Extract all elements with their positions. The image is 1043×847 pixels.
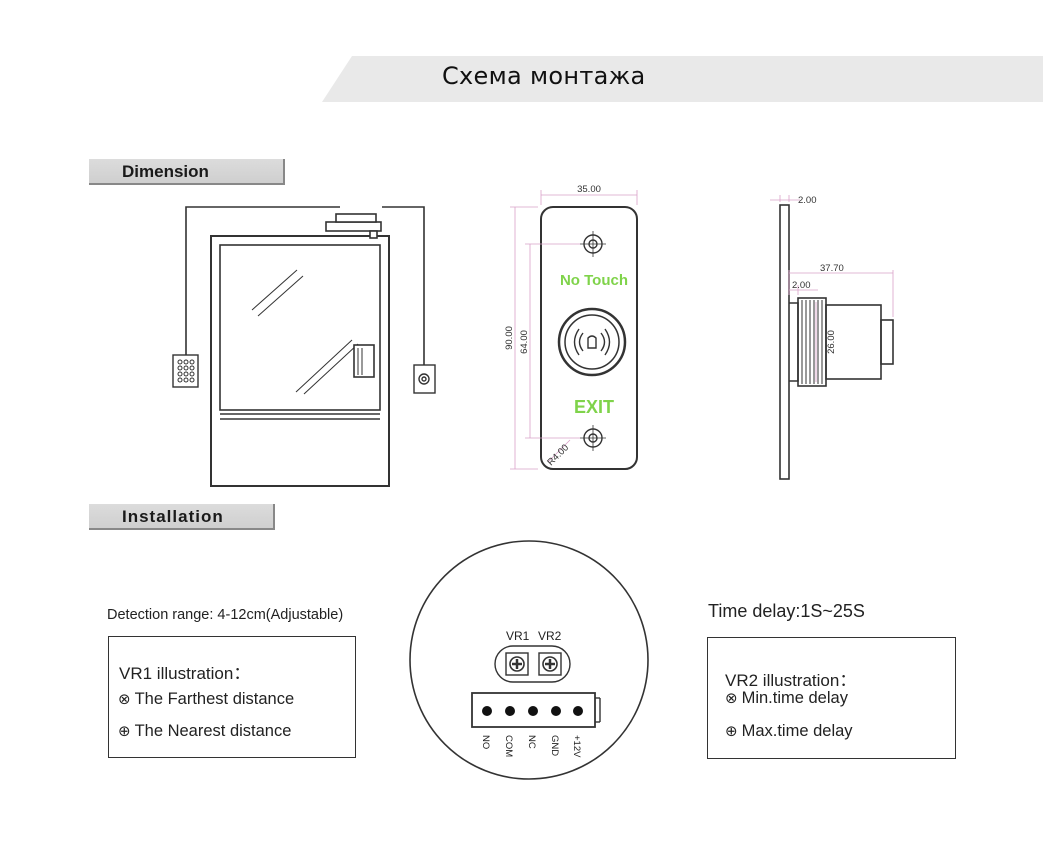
dim-width: 35.00 [577,184,601,195]
terminal-no: NO [480,735,491,749]
vr2-min-line: ⊗Min.time delay [725,689,848,708]
terminal-dots [482,706,583,716]
vr1-title: VR1 illustration： [119,664,251,683]
no-touch-label: No Touch [560,272,628,289]
door-illustration [185,206,425,487]
vr1-illustration-box: VR1 illustration： ⊗The Farthest distance… [108,636,356,758]
vr2-max-text: Max.time delay [741,722,853,740]
pot-label-vr2: VR2 [538,629,562,643]
plus-circle-icon: ⊕ [118,723,131,740]
cross-circle-icon: ⊗ [118,691,131,708]
detection-range-text: Detection range: 4-12cm(Adjustable) [107,607,344,623]
dim-gap: 2.00 [792,280,811,291]
dim-height: 90.00 [504,326,515,350]
dim-hole-spacing: 64.00 [519,330,530,354]
vr1-far-line: ⊗The Farthest distance [118,690,294,709]
dim-depth: 37.70 [820,263,844,274]
terminal-12v: +12V [571,735,582,758]
vr2-illustration-box: VR2 illustration： ⊗Min.time delay ⊕Max.t… [707,637,956,759]
vr2-min-text: Min.time delay [741,689,848,707]
time-delay-text: Time delay:1S~25S [708,601,865,621]
vr1-near-line: ⊕The Nearest distance [118,722,291,741]
side-view [770,195,894,480]
page-title: Схема монтажа [442,62,646,90]
dim-plate-thickness: 2.00 [798,195,817,206]
exit-button-icon [413,364,436,394]
dim-radius: R4.00 [545,442,571,468]
installation-section-label: Installation [89,504,275,530]
pot-label-vr1: VR1 [506,629,530,643]
title-banner [322,56,1043,102]
terminal-com: COM [503,735,514,757]
exit-label: EXIT [574,397,614,417]
vr1-near-text: The Nearest distance [134,722,292,740]
dimension-section-label: Dimension [89,159,285,185]
terminal-nc: NC [526,735,537,749]
terminal-gnd: GND [549,735,560,756]
faceplate-front-view [510,190,638,470]
vr2-title: VR2 illustration： [725,671,857,690]
keypad-icon [172,354,199,388]
vr2-max-line: ⊕Max.time delay [725,722,853,741]
plus-circle-icon: ⊕ [725,723,738,740]
control-board-diagram [409,540,649,780]
cross-circle-icon: ⊗ [725,690,738,707]
vr1-far-text: The Farthest distance [134,690,295,708]
dim-diameter: 26.00 [826,330,837,354]
